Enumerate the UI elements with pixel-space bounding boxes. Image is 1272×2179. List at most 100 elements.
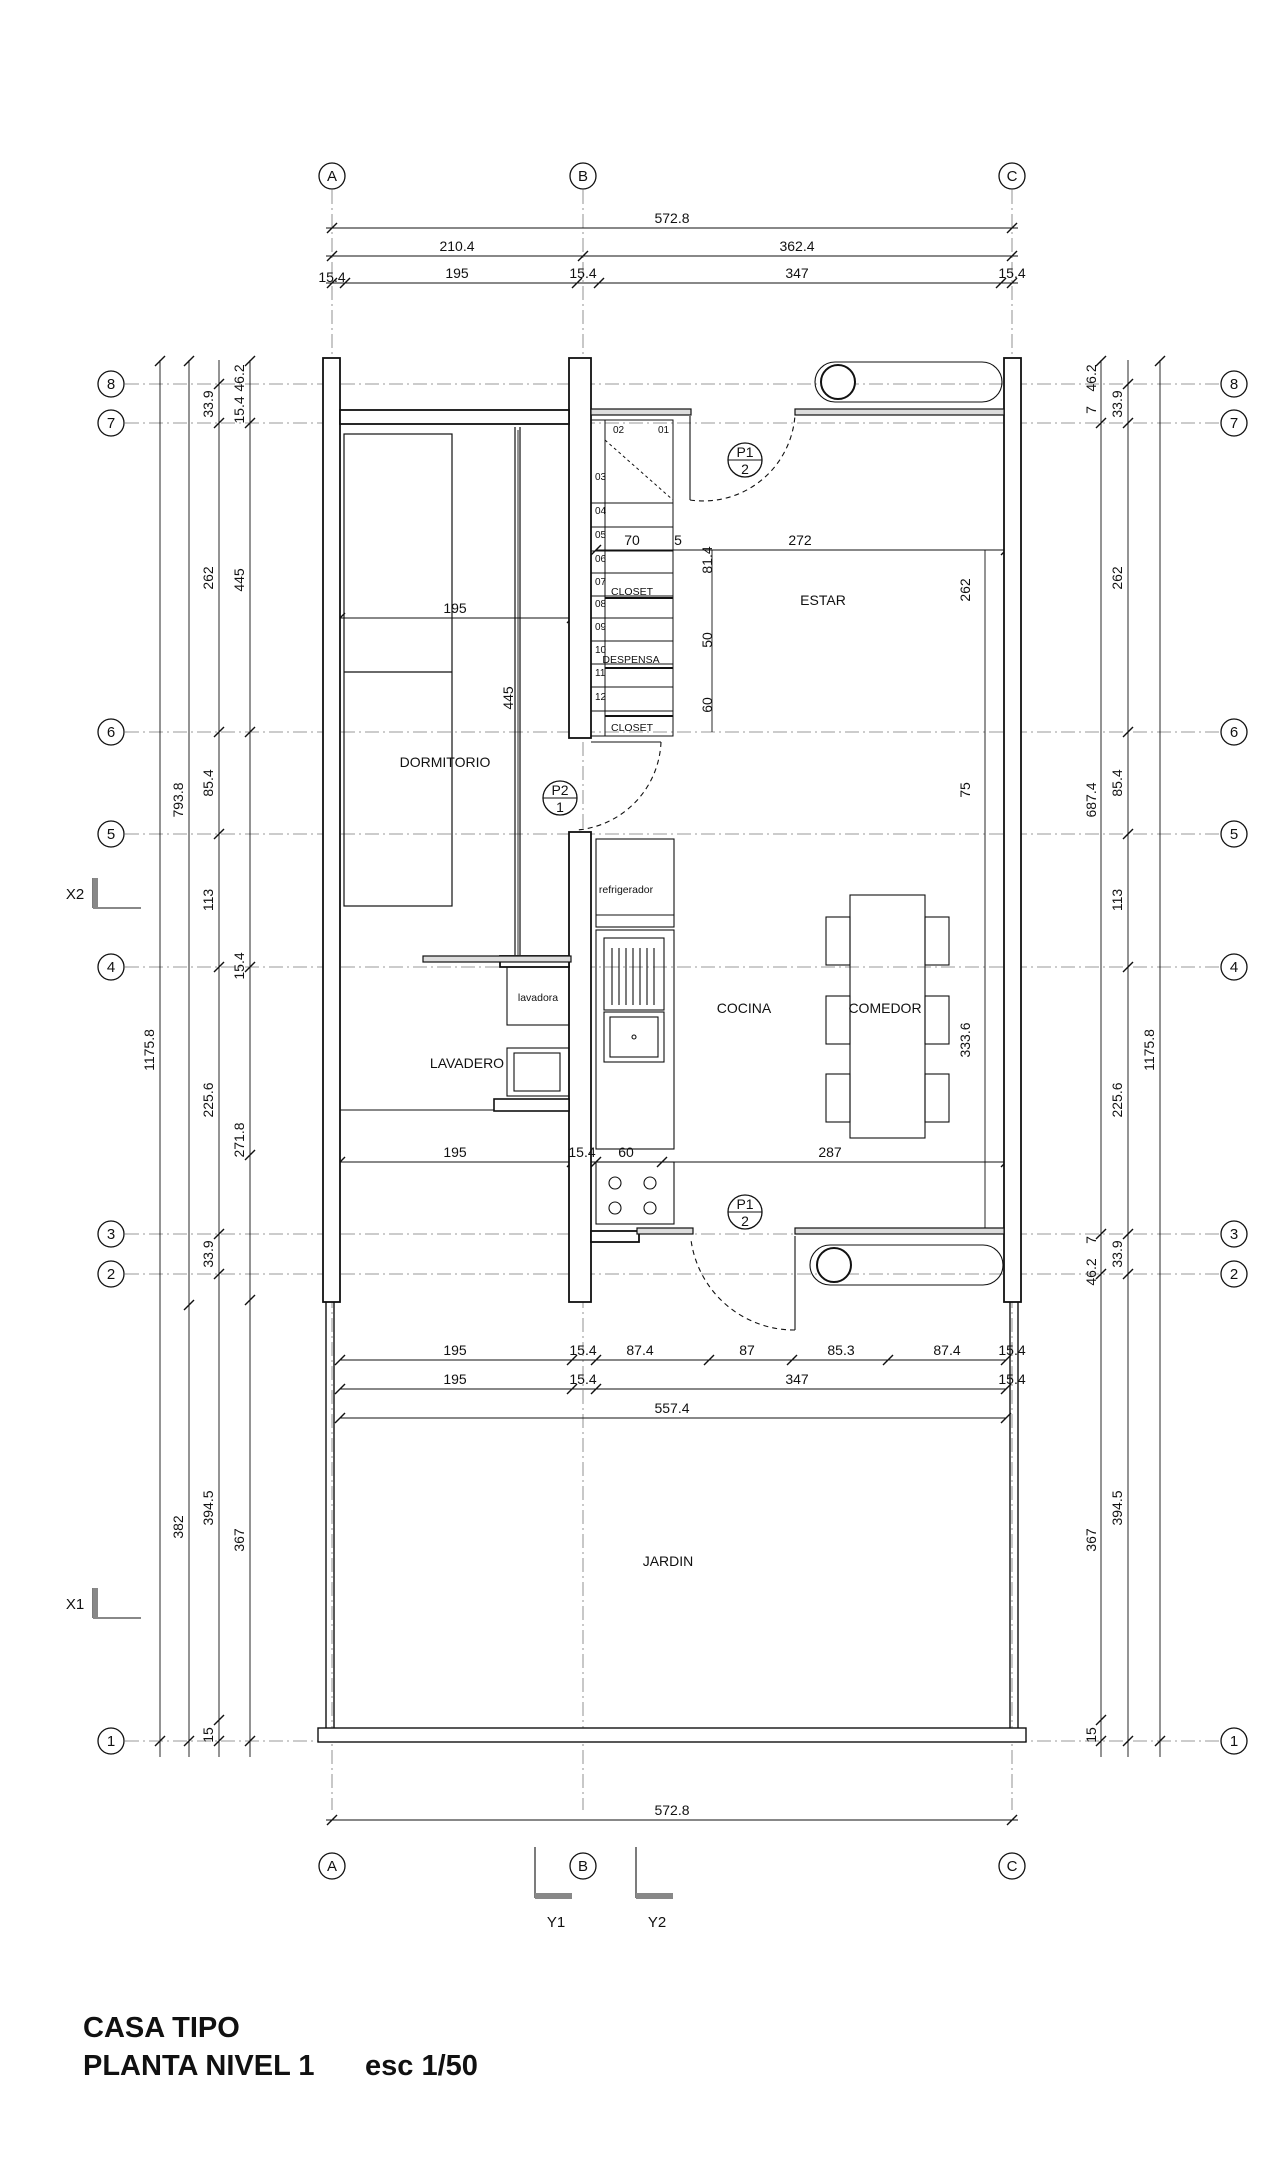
svg-text:09: 09 bbox=[595, 622, 607, 633]
svg-text:394.5: 394.5 bbox=[1109, 1490, 1125, 1525]
svg-text:262: 262 bbox=[200, 566, 216, 590]
svg-text:4: 4 bbox=[1230, 959, 1238, 976]
stair-step-numbers: 02 01 03 04 05 06 07 08 09 10 11 12 bbox=[595, 425, 670, 703]
svg-text:225.6: 225.6 bbox=[1109, 1082, 1125, 1117]
room-labels: DORMITORIO LAVADERO ESTAR COCINA COMEDOR… bbox=[400, 592, 922, 1569]
planters bbox=[809, 361, 1004, 1286]
svg-text:B: B bbox=[578, 1858, 588, 1875]
svg-text:572.8: 572.8 bbox=[654, 210, 689, 226]
svg-text:2: 2 bbox=[107, 1266, 115, 1283]
svg-text:15.4: 15.4 bbox=[568, 1144, 595, 1160]
svg-text:394.5: 394.5 bbox=[200, 1490, 216, 1525]
svg-text:3: 3 bbox=[107, 1226, 115, 1243]
svg-text:195: 195 bbox=[443, 600, 467, 616]
svg-text:195: 195 bbox=[443, 1144, 467, 1160]
dimension-lines bbox=[159, 227, 1161, 1821]
svg-text:46.2: 46.2 bbox=[1083, 364, 1099, 391]
svg-text:15.4: 15.4 bbox=[998, 265, 1025, 281]
wall-kitchen-bottom-stub bbox=[590, 1230, 640, 1243]
svg-text:1: 1 bbox=[107, 1733, 115, 1750]
svg-text:793.8: 793.8 bbox=[170, 782, 186, 817]
svg-text:195: 195 bbox=[443, 1371, 467, 1387]
grid-bubble-col-b-bottom bbox=[569, 1852, 597, 1880]
svg-text:15.4: 15.4 bbox=[569, 1342, 596, 1358]
svg-text:1175.8: 1175.8 bbox=[141, 1029, 157, 1071]
svg-text:7: 7 bbox=[1083, 1236, 1099, 1244]
svg-text:05: 05 bbox=[595, 530, 607, 541]
svg-text:4: 4 bbox=[107, 959, 115, 976]
svg-text:87.4: 87.4 bbox=[933, 1342, 960, 1358]
svg-text:B: B bbox=[578, 168, 588, 185]
svg-text:15: 15 bbox=[200, 1727, 216, 1743]
svg-text:15: 15 bbox=[1083, 1727, 1099, 1743]
svg-text:87.4: 87.4 bbox=[626, 1342, 653, 1358]
svg-text:5: 5 bbox=[674, 532, 682, 548]
section-label-x2: X2 bbox=[66, 886, 84, 903]
section-label-y1: Y1 bbox=[547, 1914, 565, 1931]
wall-bedroom-top bbox=[339, 409, 570, 425]
svg-text:113: 113 bbox=[1109, 889, 1125, 912]
svg-text:C: C bbox=[1007, 168, 1018, 185]
room-label-lavadero: LAVADERO bbox=[430, 1055, 504, 1071]
door-swing-dormitorio bbox=[576, 741, 662, 831]
svg-text:8: 8 bbox=[1230, 376, 1238, 393]
svg-text:1: 1 bbox=[556, 799, 564, 815]
wall-center-upper bbox=[568, 357, 592, 739]
svg-text:02: 02 bbox=[613, 425, 625, 436]
svg-text:367: 367 bbox=[231, 1528, 247, 1552]
dimension-texts: 572.8 210.4 362.4 15.4 195 15.4 347 15.4… bbox=[318, 210, 1025, 1818]
door-tag-p1-bottom: P1 bbox=[736, 1196, 753, 1212]
svg-text:15.4: 15.4 bbox=[998, 1342, 1025, 1358]
door-swing-comedor bbox=[690, 1239, 796, 1331]
refrigerator bbox=[595, 838, 675, 928]
svg-text:367: 367 bbox=[1083, 1528, 1099, 1552]
svg-text:81.4: 81.4 bbox=[699, 546, 715, 573]
svg-text:10: 10 bbox=[595, 645, 607, 656]
stove bbox=[595, 1161, 675, 1225]
room-label-dormitorio: DORMITORIO bbox=[400, 754, 491, 770]
svg-text:572.8: 572.8 bbox=[654, 1802, 689, 1818]
svg-text:08: 08 bbox=[595, 599, 607, 610]
svg-text:195: 195 bbox=[443, 1342, 467, 1358]
dimension-ticks bbox=[154, 222, 1166, 1826]
bedroom-furniture bbox=[343, 427, 521, 955]
svg-text:50: 50 bbox=[699, 632, 715, 648]
svg-text:06: 06 bbox=[595, 554, 607, 565]
svg-text:382: 382 bbox=[170, 1515, 186, 1539]
svg-text:33.9: 33.9 bbox=[200, 1240, 216, 1267]
svg-text:75: 75 bbox=[957, 782, 973, 798]
svg-text:225.6: 225.6 bbox=[200, 1082, 216, 1117]
svg-text:33.9: 33.9 bbox=[1109, 390, 1125, 417]
door-tag-p1-top: P1 bbox=[736, 444, 753, 460]
refrigerador-label: refrigerador bbox=[599, 884, 654, 896]
svg-text:5: 5 bbox=[1230, 826, 1238, 843]
despensa-label: DESPENSA bbox=[602, 654, 659, 666]
laundry-furniture bbox=[340, 966, 570, 1112]
svg-text:15.4: 15.4 bbox=[998, 1371, 1025, 1387]
svg-text:347: 347 bbox=[785, 1371, 809, 1387]
svg-text:33.9: 33.9 bbox=[1109, 1240, 1125, 1267]
svg-text:46.2: 46.2 bbox=[1083, 1258, 1099, 1285]
svg-text:687.4: 687.4 bbox=[1083, 782, 1099, 817]
svg-text:2: 2 bbox=[741, 461, 749, 477]
svg-text:210.4: 210.4 bbox=[439, 238, 474, 254]
grid-bubble-col-c-top bbox=[998, 162, 1026, 190]
sheet-subtitle: PLANTA NIVEL 1 bbox=[83, 2050, 315, 2082]
svg-text:11: 11 bbox=[595, 668, 606, 679]
svg-text:85.3: 85.3 bbox=[827, 1342, 854, 1358]
svg-text:8: 8 bbox=[107, 376, 115, 393]
svg-text:445: 445 bbox=[500, 686, 516, 710]
svg-text:85.4: 85.4 bbox=[200, 769, 216, 796]
kitchen-sink bbox=[603, 1011, 665, 1063]
walls bbox=[322, 357, 1022, 1303]
room-label-cocina: COCINA bbox=[717, 1000, 772, 1016]
svg-text:C: C bbox=[1007, 1858, 1018, 1875]
svg-text:262: 262 bbox=[1109, 566, 1125, 590]
wall-right bbox=[1003, 357, 1022, 1303]
svg-text:15.4: 15.4 bbox=[569, 1371, 596, 1387]
svg-text:15.4: 15.4 bbox=[318, 269, 345, 285]
grid-bubble-col-b-top bbox=[569, 162, 597, 190]
svg-text:85.4: 85.4 bbox=[1109, 769, 1125, 796]
room-label-jardin: JARDIN bbox=[643, 1553, 694, 1569]
